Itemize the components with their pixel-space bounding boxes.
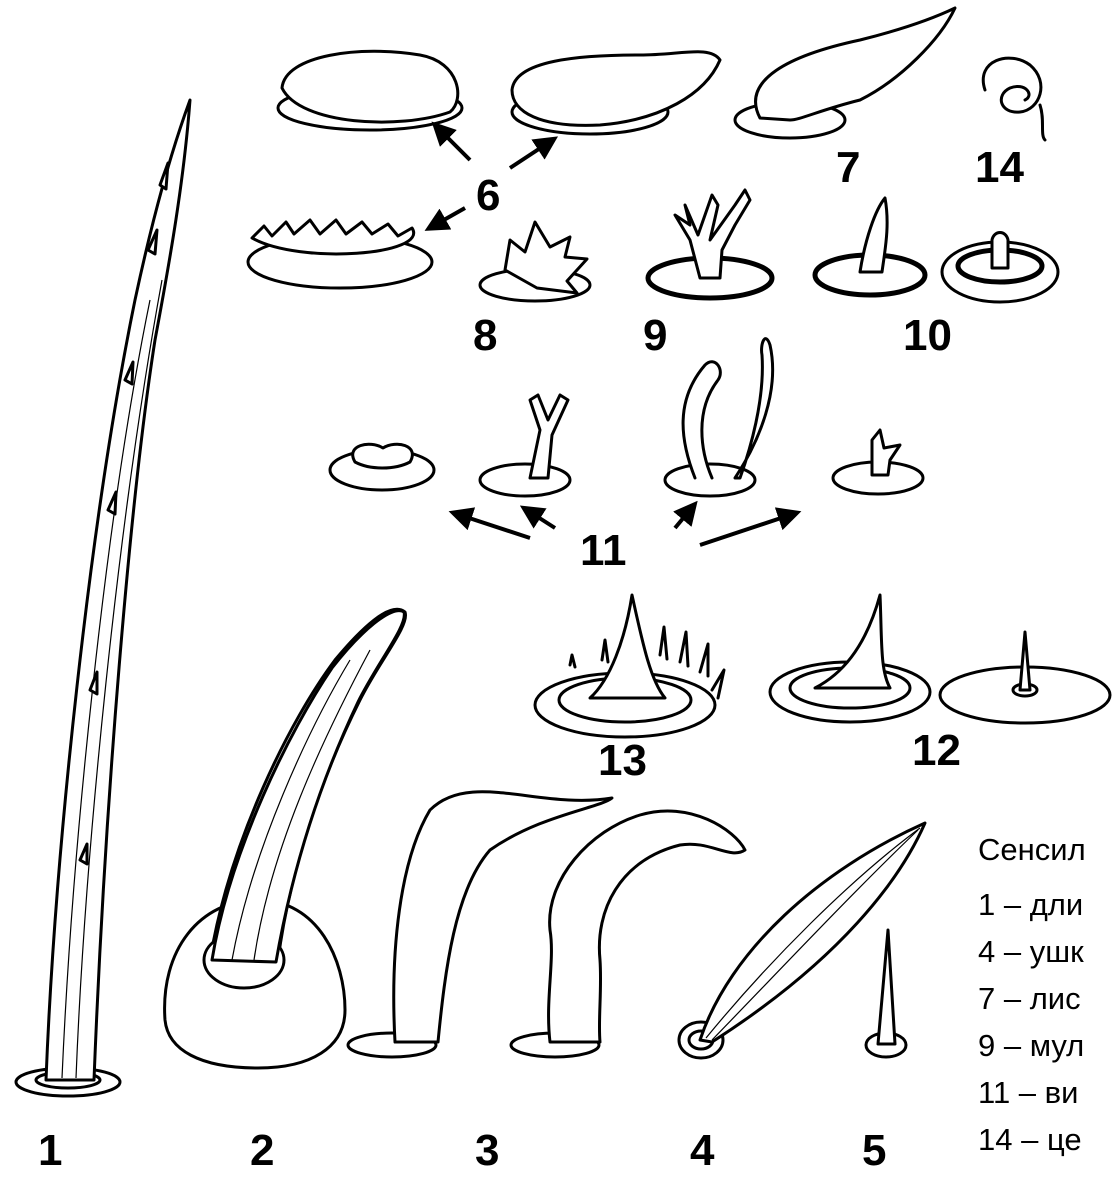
sensillum-1-long-hair: [16, 100, 190, 1096]
caption-line-4: 9 – мул: [978, 1030, 1084, 1061]
sensillum-10-pegs: [815, 198, 1058, 302]
label-2: 2: [250, 1126, 274, 1175]
sensillum-11-forked: [330, 339, 923, 545]
label-3: 3: [475, 1126, 499, 1175]
caption-line-1: 1 – дли: [978, 889, 1083, 920]
label-10: 10: [903, 311, 952, 360]
label-7: 7: [836, 143, 860, 192]
sensillum-8-star-plate: [480, 222, 590, 301]
caption-line-3: 7 – лис: [978, 983, 1081, 1014]
label-13: 13: [598, 736, 647, 785]
label-1: 1: [38, 1126, 62, 1175]
sensillum-12-pegs: [770, 595, 1110, 723]
caption-line-6: 14 – це: [978, 1124, 1082, 1155]
label-5: 5: [862, 1126, 886, 1175]
caption-line-5: 11 – ви: [978, 1077, 1078, 1108]
label-8: 8: [473, 311, 497, 360]
label-11: 11: [580, 526, 627, 575]
caption-title: Сенсил: [978, 834, 1086, 865]
label-4: 4: [690, 1126, 715, 1175]
sensillum-9-multi-branch: [648, 190, 772, 298]
sensillum-5-cone: [866, 930, 906, 1057]
sensillum-2-thick-hair: [165, 609, 406, 1068]
sensillum-7-leaf: [735, 8, 955, 138]
sensillum-14-coil: [983, 58, 1045, 140]
sensillum-3-curved-hairs: [348, 792, 745, 1057]
label-12: 12: [912, 726, 961, 775]
sensillum-13-spined: [535, 595, 724, 737]
label-6: 6: [476, 171, 500, 220]
label-14: 14: [975, 143, 1024, 192]
caption-line-2: 4 – ушк: [978, 936, 1084, 967]
sensillum-6-plates: [248, 51, 720, 288]
label-9: 9: [643, 311, 667, 360]
